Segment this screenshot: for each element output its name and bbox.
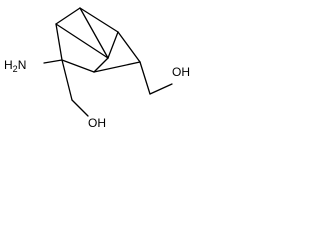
substituent-bonds — [43, 59, 173, 117]
bond-c4-c7 — [61, 59, 95, 73]
bond-c5-c7 — [93, 57, 109, 73]
bond-c1-c2 — [55, 7, 81, 25]
bond-c2-c5 — [79, 7, 109, 59]
hydroxyl-left-label: OH — [88, 116, 106, 130]
bond-c2-c3 — [79, 7, 119, 33]
bond-c4-n — [43, 59, 63, 64]
bond-c6-cooh-carbon — [139, 61, 151, 95]
bond-cooh-left-oh — [71, 99, 89, 117]
bond-cooh-right-oh — [149, 83, 173, 95]
amino-h: H — [4, 58, 13, 72]
bond-c3-c5 — [107, 31, 119, 59]
bond-c6-c7 — [93, 61, 141, 73]
hydroxyl-right-label: OH — [172, 65, 190, 79]
bond-c3-c6 — [117, 31, 141, 63]
bond-c1-c5 — [55, 23, 109, 59]
amino-group-label: H2N — [4, 58, 26, 74]
amino-subscript: 2 — [13, 64, 18, 74]
bond-c1-c4 — [55, 23, 63, 61]
amino-n: N — [18, 58, 27, 72]
bond-c4-cooh-carbon — [61, 59, 73, 101]
chemical-structure-diagram: H2N OH OH — [4, 7, 190, 130]
cage-bonds — [55, 7, 141, 73]
